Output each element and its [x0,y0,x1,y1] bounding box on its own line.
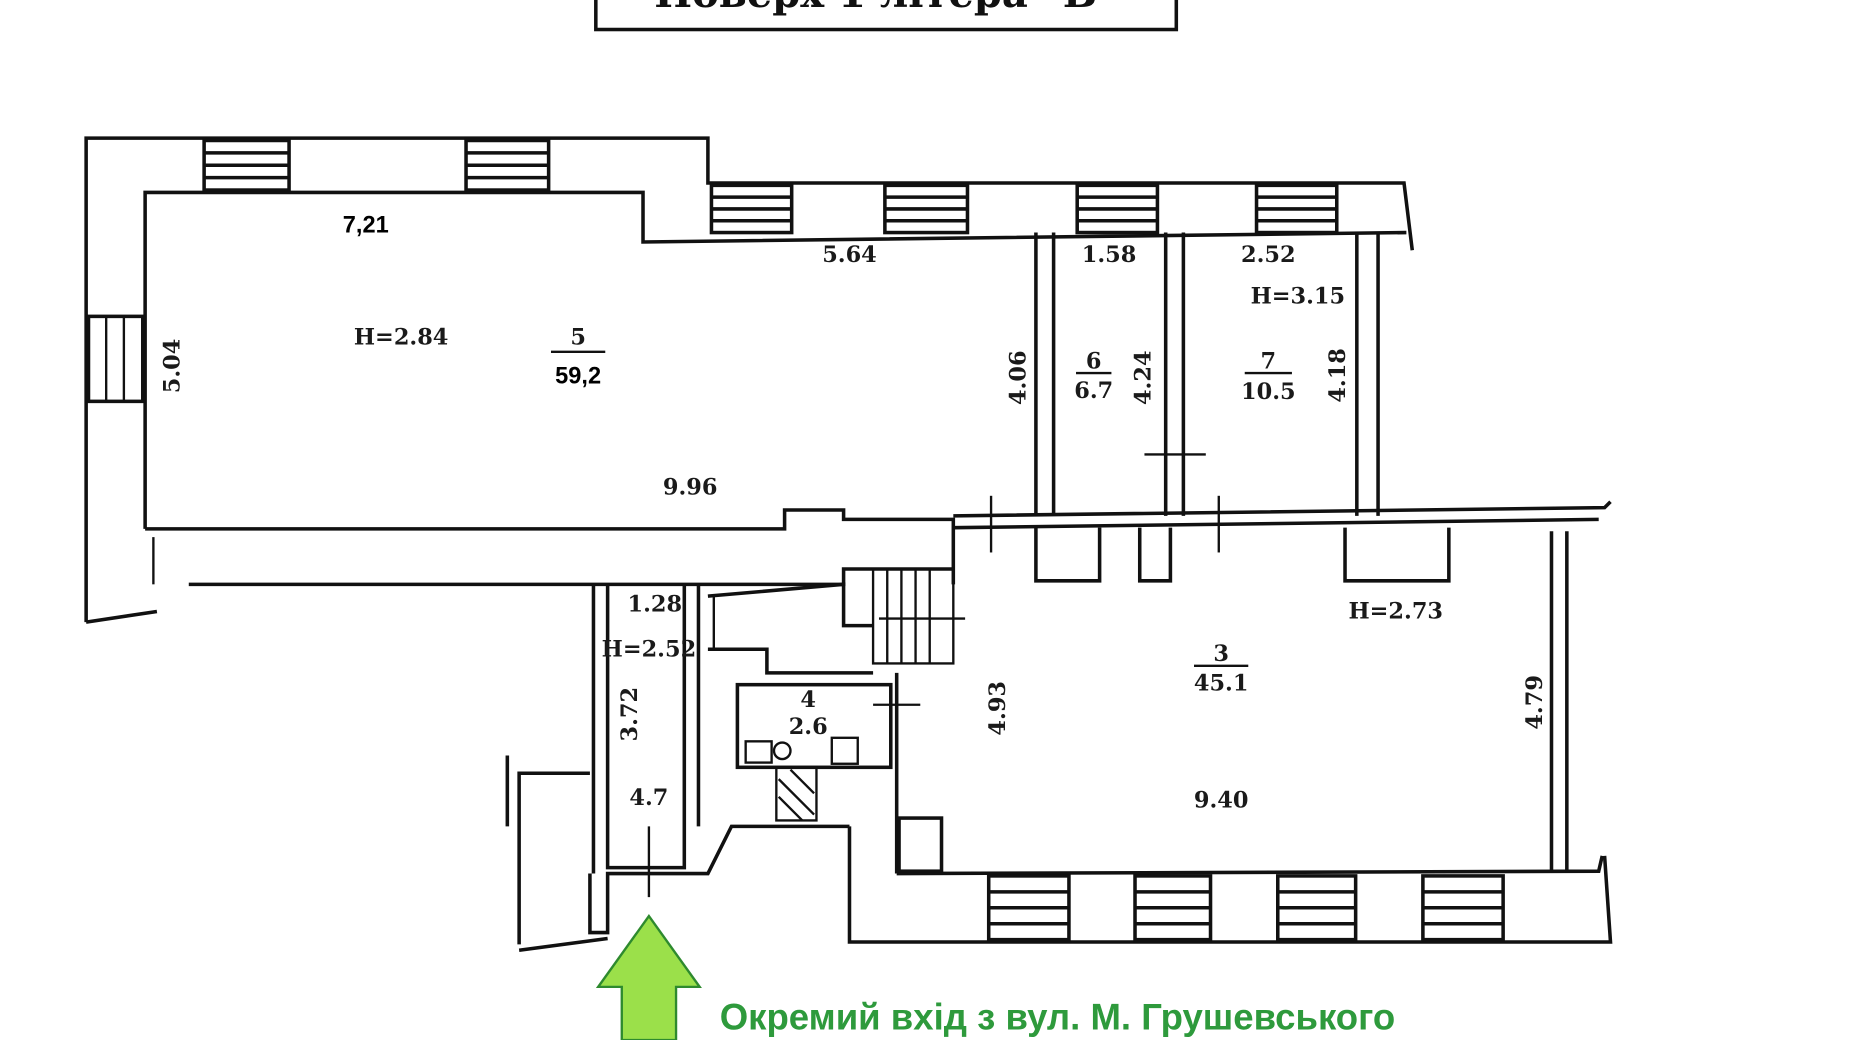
dim-5-64: 5.64 [822,242,877,268]
window [86,314,145,404]
arrow-up-icon [595,914,702,1040]
dim-4-79: 4.79 [1522,675,1548,730]
room-6-number: 6 [1086,348,1102,374]
room-3-number: 3 [1213,641,1229,667]
room-7-area: 10.5 [1241,379,1296,405]
dim-4-24: 4.24 [1130,350,1156,405]
room-4-area: 2.6 [789,714,828,740]
dim-7-21: 7,21 [343,213,389,239]
room-3-area: 45.1 [1194,671,1249,697]
room-small-height: H=2.52 [602,636,696,662]
room-4-number: 4 [800,687,816,713]
dim-4-06: 4.06 [1005,350,1031,405]
room-6-area: 6.7 [1074,378,1113,404]
dim-1-58: 1.58 [1082,242,1137,268]
entrance-caption: Окремий вхід з вул. М. Грушевського [720,996,1396,1037]
dim-3-72: 3.72 [617,687,643,742]
title-box: Поверх 1 літера "Б" [594,0,1179,32]
windows [86,138,1505,942]
dim-4-93: 4.93 [985,681,1011,736]
room-5-height: H=2.84 [354,325,448,351]
room-5-number: 5 [570,325,586,351]
labels: 7,21 5.64 1.58 2.52 H=3.15 H=2.84 5 59,2… [159,213,1548,814]
dim-5-04: 5.04 [159,339,185,394]
dim-9-40: 9.40 [1194,787,1249,813]
room-3-height: H=2.73 [1349,599,1443,625]
dim-9-96: 9.96 [663,475,718,501]
room-5-area: 59,2 [555,364,601,390]
room-small-area: 4.7 [629,785,668,811]
room-7-number: 7 [1261,348,1277,374]
walls [84,136,1613,953]
dim-1-28: 1.28 [628,591,683,617]
room-7-height: H=3.15 [1251,283,1345,309]
title-text: Поверх 1 літера "Б" [654,0,1118,17]
dim-4-18: 4.18 [1325,348,1351,403]
dim-2-52: 2.52 [1241,242,1296,268]
